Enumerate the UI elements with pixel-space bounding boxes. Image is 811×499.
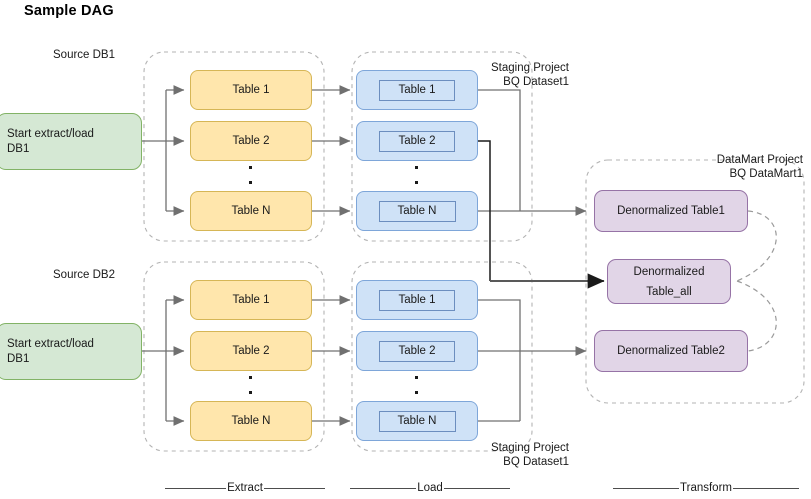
datamart-denormalized-table1[interactable]: Denormalized Table1	[594, 190, 748, 232]
load-bottom-table-1[interactable]: Table 1	[356, 280, 478, 320]
label-datamart-line2: BQ DataMart1	[729, 168, 804, 180]
load-top-table-1[interactable]: Table 1	[356, 70, 478, 110]
extract-bottom-table-1[interactable]: Table 1	[190, 280, 312, 320]
ellipsis-dot	[415, 391, 418, 394]
datamart-table-all-line1: Denormalized	[633, 265, 705, 278]
start-node-db1[interactable]: Start extract/load DB1	[0, 113, 142, 170]
load-bottom-table-2-label: Table 2	[379, 340, 455, 362]
ellipsis-dot	[415, 166, 418, 169]
extract-bottom-table-2[interactable]: Table 2	[190, 331, 312, 371]
phase-load-label: Load	[417, 482, 443, 494]
page-title: Sample DAG	[24, 3, 114, 19]
ellipsis-dot	[249, 166, 252, 169]
label-source-db2: Source DB2	[53, 269, 116, 281]
extract-bottom-table-n[interactable]: Table N	[190, 401, 312, 441]
datamart-denormalized-table2[interactable]: Denormalized Table2	[594, 330, 748, 372]
label-staging-bottom-line1: Staging Project	[491, 442, 569, 454]
extract-top-table-2[interactable]: Table 2	[190, 121, 312, 161]
label-staging-top-line1: Staging Project	[491, 62, 569, 74]
datamart-denormalized-table-all[interactable]: Denormalized Table_all	[607, 259, 731, 304]
phase-load: Load	[350, 482, 510, 494]
ellipsis-dot	[249, 181, 252, 184]
ellipsis-dot	[249, 391, 252, 394]
phase-extract: Extract	[165, 482, 326, 494]
load-top-table-n-label: Table N	[378, 200, 456, 222]
start-node-db2[interactable]: Start extract/load DB1	[0, 323, 142, 380]
edge-ld1-top-bus	[478, 89, 521, 211]
ellipsis-dot	[415, 376, 418, 379]
load-top-table-2-label: Table 2	[379, 130, 455, 152]
label-staging-top-line2: BQ Dataset1	[503, 76, 569, 88]
phase-transform: Transform	[613, 482, 800, 494]
ellipsis-dot	[249, 376, 252, 379]
label-staging-bottom-line2: BQ Dataset1	[503, 456, 569, 468]
edge-ld2-top-to-tableall	[478, 140, 491, 281]
label-datamart-line1: DataMart Project	[716, 154, 803, 166]
label-source-db1: Source DB1	[53, 49, 116, 61]
load-bottom-table-2[interactable]: Table 2	[356, 331, 478, 371]
start-node-db2-line2: DB1	[7, 352, 30, 365]
phase-transform-label: Transform	[680, 482, 732, 494]
start-node-db2-line1: Start extract/load	[7, 337, 94, 350]
extract-top-table-n[interactable]: Table N	[190, 191, 312, 231]
datamart-table-all-line2: Table_all	[646, 285, 692, 298]
load-top-table-1-label: Table 1	[379, 79, 455, 101]
start-node-db1-line1: Start extract/load	[7, 127, 94, 140]
load-top-table-n[interactable]: Table N	[356, 191, 478, 231]
edge-ld-bottom-bus	[478, 299, 521, 421]
load-bottom-table-1-label: Table 1	[379, 289, 455, 311]
load-bottom-table-n[interactable]: Table N	[356, 401, 478, 441]
extract-top-table-1[interactable]: Table 1	[190, 70, 312, 110]
load-bottom-table-n-label: Table N	[378, 410, 456, 432]
ellipsis-dot	[415, 181, 418, 184]
start-node-db1-line2: DB1	[7, 142, 30, 155]
phase-extract-label: Extract	[227, 482, 263, 494]
load-top-table-2[interactable]: Table 2	[356, 121, 478, 161]
